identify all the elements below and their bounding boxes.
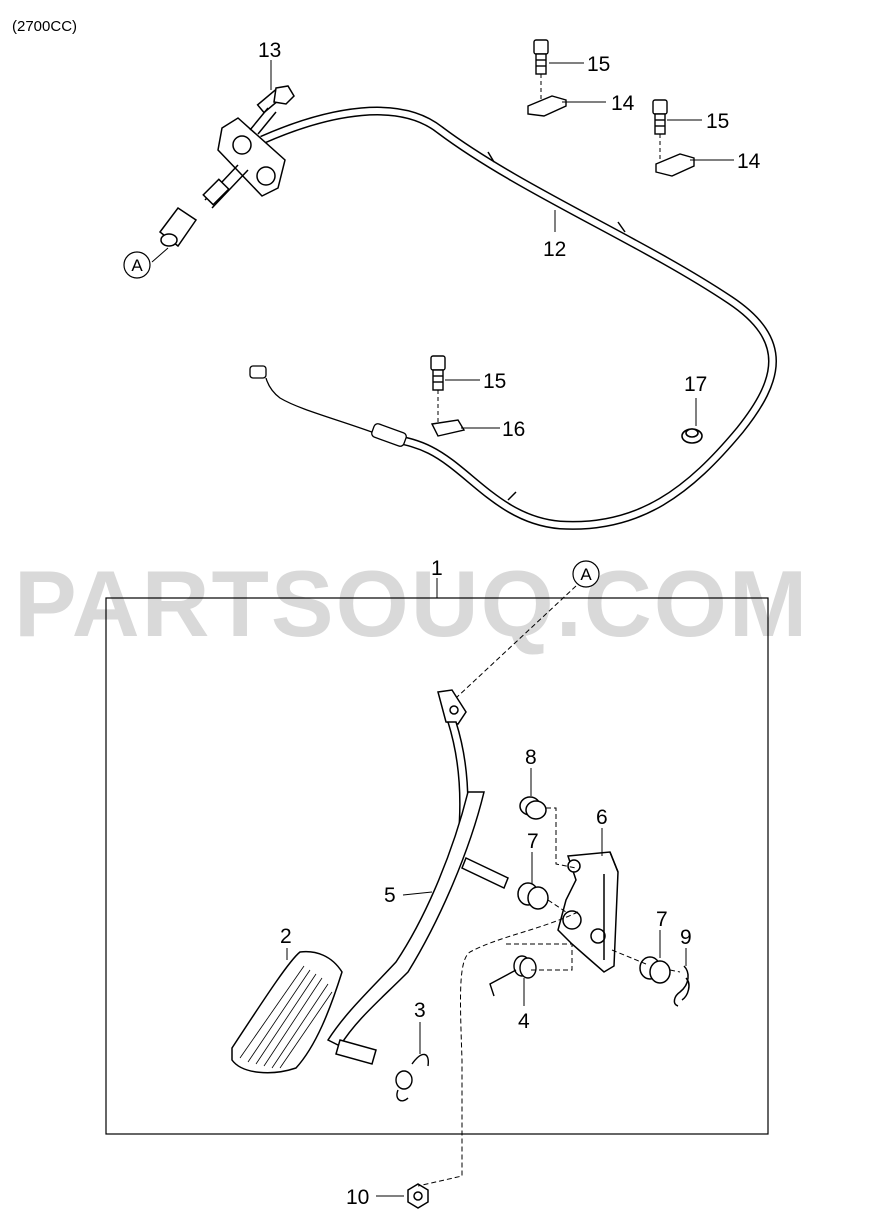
clip-9 — [673, 965, 690, 1007]
bolt-13 — [249, 85, 295, 135]
callout-16: 16 — [502, 418, 525, 441]
pedal-bracket — [557, 851, 619, 973]
callout-7b: 7 — [656, 908, 668, 931]
callout-6: 6 — [596, 806, 608, 829]
cable-end-fitting — [158, 117, 286, 248]
bolt-15-right — [652, 99, 668, 135]
callout-15c: 15 — [483, 370, 506, 393]
clip-14-top — [527, 95, 567, 117]
svg-text:A: A — [131, 256, 143, 275]
callout-14b: 14 — [737, 150, 761, 173]
callout-14a: 14 — [611, 92, 635, 115]
ref-marker-a-lower: A — [572, 560, 600, 588]
bushing-7-right — [639, 956, 671, 984]
engine-note: (2700CC) — [12, 18, 77, 35]
accelerator-cable — [249, 106, 777, 530]
ref-marker-a-upper: A — [123, 251, 151, 279]
nut-10 — [407, 1183, 429, 1209]
callout-17: 17 — [684, 373, 707, 396]
callout-13: 13 — [258, 39, 281, 62]
callout-15b: 15 — [706, 110, 729, 133]
callout-8: 8 — [525, 746, 537, 769]
pedal-arm — [326, 689, 509, 1065]
callout-1: 1 — [431, 557, 443, 580]
upper-dashed-leaders — [437, 74, 661, 424]
callout-4: 4 — [518, 1010, 530, 1033]
callout-12: 12 — [543, 238, 566, 261]
lower-leader-lines — [286, 768, 687, 1197]
assembly-box — [105, 597, 769, 1135]
bolt-15-top — [533, 39, 549, 75]
return-spring-4 — [489, 955, 537, 997]
callout-5: 5 — [384, 884, 396, 907]
clip-14-right — [655, 153, 695, 177]
bushing-8 — [519, 796, 547, 820]
pedal-pad — [231, 950, 343, 1074]
spring-3 — [395, 1053, 429, 1102]
svg-text:A: A — [580, 565, 592, 584]
upper-leader-lines — [151, 60, 734, 429]
callout-7a: 7 — [527, 830, 539, 853]
callout-15a: 15 — [587, 53, 610, 76]
bolt-15-lower — [430, 355, 446, 391]
grommet-17 — [681, 428, 703, 444]
bushing-7-left — [517, 882, 549, 910]
clip-16 — [430, 419, 466, 437]
dashed-a-leader — [455, 585, 577, 699]
callout-10: 10 — [346, 1186, 369, 1209]
lower-dashed-leaders — [417, 807, 681, 1187]
callout-2: 2 — [280, 925, 292, 948]
callout-9: 9 — [680, 926, 692, 949]
watermark: PARTSOUQ.COM — [14, 551, 809, 656]
callout-3: 3 — [414, 999, 426, 1022]
